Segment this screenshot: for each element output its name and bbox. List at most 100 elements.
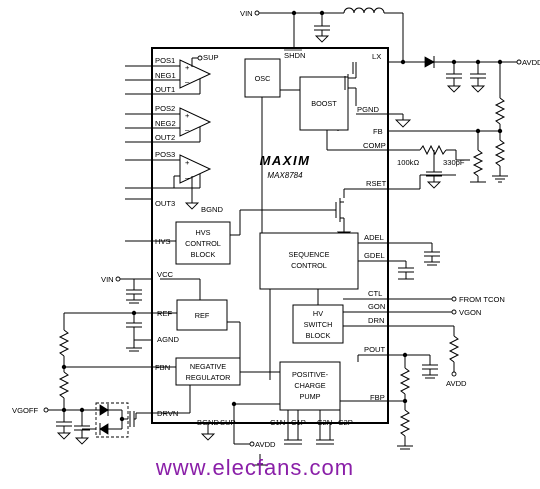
pin-neg1: NEG1: [155, 71, 176, 80]
comp-resistor-value: 100kΩ: [397, 158, 419, 167]
opamp-minus: –: [185, 77, 190, 86]
hvs-label-2: CONTROL: [185, 239, 221, 248]
watermark: www.elecfans.com: [155, 455, 354, 480]
avdd-terminal: [516, 59, 522, 65]
vgon-label: VGON: [459, 308, 481, 317]
pin-c2n: C2N: [317, 418, 332, 427]
chip-brand: MAXIM: [260, 153, 311, 168]
hvswitch-label-3: BLOCK: [306, 331, 331, 340]
vin-left-label: VIN: [101, 275, 114, 284]
sequence-label-2: CONTROL: [291, 261, 327, 270]
vgon-terminal: [451, 309, 457, 315]
ground-symbol: [394, 119, 412, 128]
pin-bgnd-top: BGND: [201, 205, 223, 214]
vin-top-terminal: [254, 10, 260, 16]
comp-cap-value: 330pF: [443, 158, 465, 167]
comp-resistor: [419, 144, 447, 156]
vin-left-terminal: [115, 276, 121, 282]
pin-c1p: C1P: [291, 418, 306, 427]
pin-adel: ADEL: [364, 233, 384, 242]
avdd-bottom-label: AVDD: [255, 440, 276, 449]
pin-c2p: C2P: [338, 418, 353, 427]
ref-resistor: [58, 329, 70, 357]
pin-out1: OUT1: [155, 85, 175, 94]
opamp-plus: +: [185, 158, 190, 167]
pin-c1n: C1N: [270, 418, 285, 427]
pin-out3: OUT3: [155, 199, 175, 208]
pin-comp: COMP: [363, 141, 386, 150]
pin-gdel: GDEL: [364, 251, 385, 260]
pin-sup-bottom: SUP: [220, 418, 236, 427]
dual-diode-package: [95, 402, 129, 438]
pin-pgnd: PGND: [357, 105, 379, 114]
pin-rset: RSET: [366, 179, 387, 188]
negative-regulator-block: [175, 357, 241, 386]
pin-shdn: SHDN: [284, 51, 306, 60]
diode: [99, 404, 109, 416]
ground-symbol: [426, 181, 442, 189]
pin-pout: POUT: [364, 345, 385, 354]
ground-symbol: [470, 85, 486, 93]
hvswitch-label-2: SWITCH: [304, 320, 333, 329]
fbn-resistor: [58, 371, 70, 399]
pin-fb: FB: [373, 127, 383, 136]
fbp-resistor-bottom: [399, 409, 411, 437]
pin-out2: OUT2: [155, 133, 175, 142]
pin-drn: DRN: [368, 316, 384, 325]
negreg-label-1: NEGATIVE: [190, 362, 226, 371]
diode: [99, 423, 109, 435]
schottky-diode: [424, 56, 435, 68]
opamp-2-triangle: [179, 107, 212, 137]
pin-lx: LX: [372, 52, 381, 61]
hv-switch-block: [292, 304, 344, 344]
pin-pos1: POS1: [155, 56, 175, 65]
ground-symbol: [314, 35, 330, 43]
pin-agnd: AGND: [157, 335, 179, 344]
opamp-plus: +: [185, 111, 190, 120]
pin-pos3: POS3: [155, 150, 175, 159]
pin-sup-top: SUP: [203, 53, 219, 62]
fb-resistor-bottom: [494, 139, 506, 167]
pcp-label-2: CHARGE: [294, 381, 325, 390]
node-dot: [400, 59, 406, 65]
avdd-drn-terminal: [451, 371, 457, 377]
fb-resistor-top: [494, 97, 506, 125]
ref-block: [176, 299, 228, 331]
opamp-1: + – POS1 NEG1 OUT1 SUP: [125, 53, 219, 95]
sup-terminal: [197, 55, 203, 61]
avdd-right-label: AVDD: [522, 58, 540, 67]
pin-vcc: VCC: [157, 270, 174, 279]
opamp-2: + – POS2 NEG2 OUT2: [125, 104, 212, 143]
boost-label: BOOST: [311, 99, 337, 108]
node-dot: [475, 128, 481, 134]
pin-ctl: CTL: [368, 289, 382, 298]
ref-block-label: REF: [195, 311, 210, 320]
sequence-label-1: SEQUENCE: [289, 250, 330, 259]
avdd-pout-label: AVDD: [446, 379, 467, 388]
pin-gon: GON: [368, 302, 385, 311]
from-tcon-terminal: [451, 296, 457, 302]
pin-bgnd-bottom: BGND: [197, 418, 219, 427]
vgoff-terminal: [43, 407, 49, 413]
ground-symbol: [184, 202, 200, 210]
hvs-label-3: BLOCK: [191, 250, 216, 259]
hvs-label-1: HVS: [195, 228, 210, 237]
node-dot: [61, 364, 67, 370]
ground-symbol: [74, 437, 90, 445]
pin-fbp: FBP: [370, 393, 385, 402]
fbp-resistor-top: [399, 367, 411, 395]
opamp-minus: –: [185, 125, 190, 134]
ground-symbol: [56, 432, 72, 440]
drn-resistor: [448, 335, 460, 363]
boost-power-stage: VIN AVDD: [240, 7, 540, 183]
pcp-label-3: PUMP: [299, 392, 320, 401]
chip-part-number: MAX8784: [267, 171, 303, 180]
rset-resistor: [472, 149, 484, 177]
ground-symbol: [446, 85, 462, 93]
boost-switch: LX PGND: [344, 52, 412, 128]
boost-block: [299, 76, 349, 131]
opamp-3: + – POS3 OUT3 BGND: [125, 150, 223, 214]
opamp-1-triangle: [179, 59, 212, 89]
